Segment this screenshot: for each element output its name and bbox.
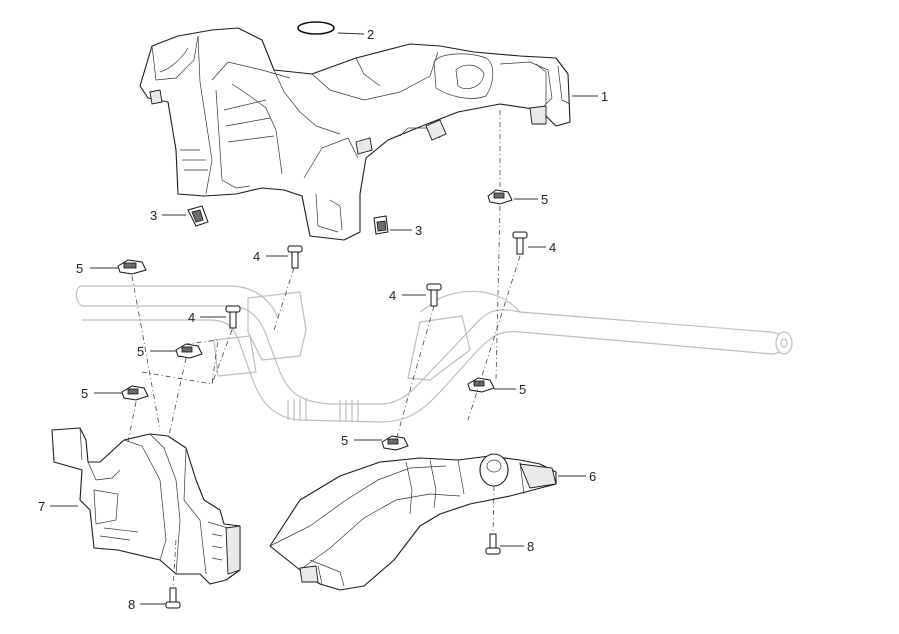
callout-7: 7 — [38, 499, 45, 514]
right-lower-cover — [269, 453, 557, 591]
callout-1: 1 — [601, 89, 608, 104]
upper-handlebar-cover — [139, 27, 571, 241]
screw-4-left — [225, 305, 241, 329]
screw-8-left — [165, 587, 181, 609]
leader-lines — [50, 32, 598, 605]
nut-5-center — [381, 435, 409, 451]
screw-8-right — [485, 533, 501, 555]
callout-5-far-left: 5 — [76, 261, 83, 276]
callout-3-right: 3 — [415, 223, 422, 238]
callout-4-left: 4 — [188, 310, 195, 325]
callout-5-left-middle: 5 — [137, 344, 144, 359]
alignment-lines — [127, 110, 521, 589]
clip-left — [187, 205, 209, 227]
screw-4-upper-right — [512, 231, 528, 255]
callout-labels: 2 1 3 3 4 4 4 4 5 5 5 5 5 5 6 7 8 8 — [38, 27, 608, 612]
o-ring — [297, 21, 335, 35]
callout-2: 2 — [367, 27, 374, 42]
nut-5-far-left — [117, 259, 147, 275]
handlebar-ghost — [75, 285, 793, 423]
left-lower-cover — [51, 427, 241, 585]
nut-5-left-lower — [121, 385, 149, 401]
callout-4-upper-center: 4 — [253, 249, 260, 264]
nut-5-upper-right — [487, 189, 513, 205]
nut-5-left-middle — [175, 343, 203, 359]
callout-5-center: 5 — [341, 433, 348, 448]
callout-5-upper-right: 5 — [541, 192, 548, 207]
callout-5-left-lower: 5 — [81, 386, 88, 401]
nut-5-right-lower — [467, 377, 495, 393]
clip-right — [373, 215, 389, 235]
callout-6: 6 — [589, 469, 596, 484]
callout-4-upper-right: 4 — [549, 240, 556, 255]
callout-4-middle: 4 — [389, 288, 396, 303]
callout-8-left: 8 — [128, 597, 135, 612]
screw-4-upper-center — [287, 245, 303, 269]
callout-8-right: 8 — [527, 539, 534, 554]
screw-4-middle — [426, 283, 442, 307]
callout-3-left: 3 — [150, 208, 157, 223]
callout-5-right-lower: 5 — [519, 382, 526, 397]
